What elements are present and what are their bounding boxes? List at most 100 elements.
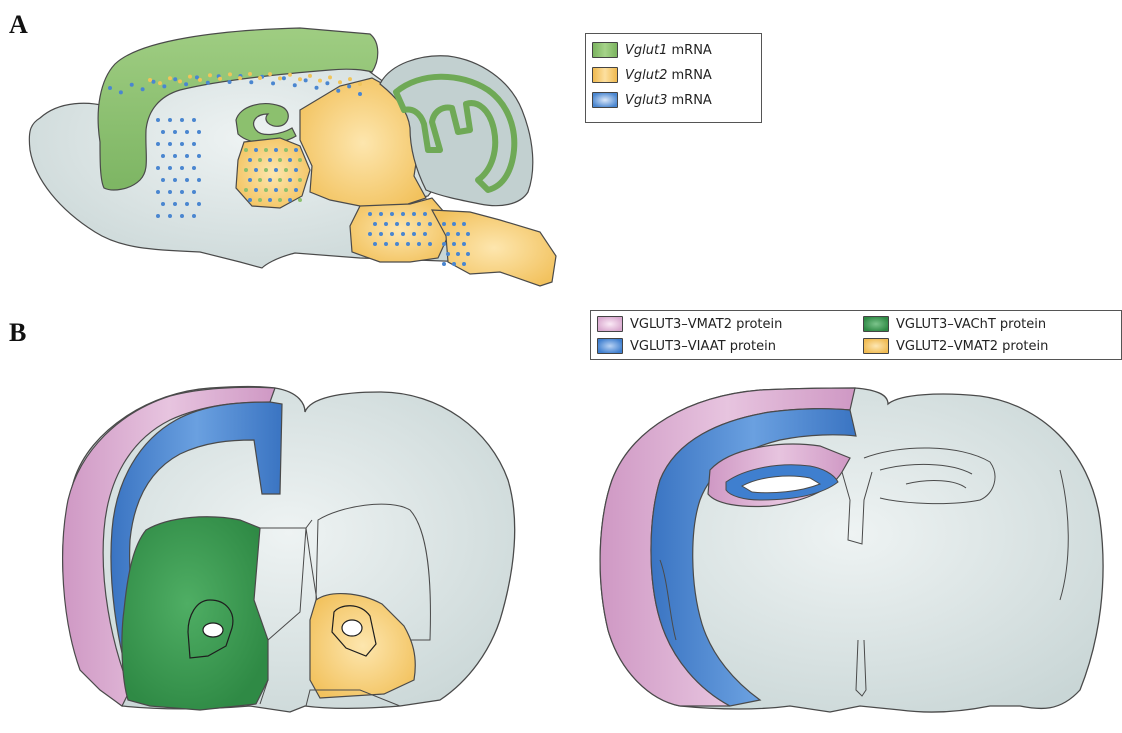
vglut3-dot: [466, 232, 470, 236]
vglut2-dot: [308, 74, 312, 78]
vglut3-dot: [428, 242, 432, 246]
vglut3-dot: [180, 166, 184, 170]
thalamus-dot: [268, 198, 272, 202]
vglut3-dot: [162, 84, 166, 88]
vglut3-dot: [156, 214, 160, 218]
vglut3-dot: [185, 154, 189, 158]
vglut2-dot: [168, 76, 172, 80]
vglut2-dot: [148, 78, 152, 82]
vglut3-dot: [412, 232, 416, 236]
vglut2-dot: [268, 72, 272, 76]
vglut3-dot: [442, 222, 446, 226]
thalamus-dot: [284, 168, 288, 172]
vglut3-dot: [168, 214, 172, 218]
vglut3-dot: [249, 80, 253, 84]
thalamus-dot: [288, 178, 292, 182]
vglut3-dot: [417, 222, 421, 226]
vglut3-dot: [168, 166, 172, 170]
vglut3-dot: [384, 242, 388, 246]
vglut3-dot: [395, 242, 399, 246]
thalamus-dot: [294, 168, 298, 172]
vglut3-dot: [336, 89, 340, 93]
vglut3-dot: [452, 222, 456, 226]
vglut2-dot: [278, 76, 282, 80]
vglut3-dot: [401, 232, 405, 236]
vglut2-dot: [338, 80, 342, 84]
vglut3-dot: [446, 252, 450, 256]
vglut3-dot: [173, 154, 177, 158]
vglut3-dot: [395, 222, 399, 226]
vglut3-dot: [368, 212, 372, 216]
vglut3-dot: [141, 87, 145, 91]
vglut2-dot: [348, 77, 352, 81]
thalamus-dot: [244, 168, 248, 172]
vglut3-dot: [130, 83, 134, 87]
vglut3-dot: [197, 178, 201, 182]
vglut2-dot: [328, 75, 332, 79]
thalamus-dot: [264, 148, 268, 152]
coronal-left-striatum-vacht: [122, 517, 268, 710]
vglut3-dot: [452, 262, 456, 266]
thalamus-dot: [274, 148, 278, 152]
vglut3-dot: [452, 242, 456, 246]
vglut2-dot: [288, 73, 292, 77]
vglut3-dot: [406, 242, 410, 246]
thalamus-dot: [298, 158, 302, 162]
thalamus-dot: [248, 198, 252, 202]
vglut3-dot: [173, 77, 177, 81]
vglut3-dot: [417, 242, 421, 246]
vglut2-dot: [158, 81, 162, 85]
vglut3-dot: [304, 78, 308, 82]
vglut3-dot: [161, 130, 165, 134]
vglut3-dot: [156, 118, 160, 122]
coronal-section-right: [600, 388, 1103, 712]
vglut3-dot: [456, 232, 460, 236]
vglut3-dot: [185, 130, 189, 134]
vglut3-dot: [192, 214, 196, 218]
thalamus-dot: [288, 198, 292, 202]
vglut2-dot: [208, 73, 212, 77]
vglut2-dot: [358, 82, 362, 86]
thalamus-dot: [268, 158, 272, 162]
vglut2-dot: [178, 79, 182, 83]
vglut3-dot: [373, 222, 377, 226]
vglut3-dot: [368, 232, 372, 236]
thalamus-dot: [254, 148, 258, 152]
thalamus-dot: [284, 188, 288, 192]
vglut3-dot: [168, 118, 172, 122]
vglut3-dot: [428, 222, 432, 226]
vglut2-dot: [318, 79, 322, 83]
vglut3-dot: [192, 118, 196, 122]
vglut3-dot: [108, 86, 112, 90]
vglut3-dot: [151, 80, 155, 84]
vglut3-dot: [271, 81, 275, 85]
thalamus-dot: [254, 168, 258, 172]
thalamus-dot: [274, 188, 278, 192]
vglut3-dot: [180, 142, 184, 146]
vglut3-dot: [401, 212, 405, 216]
pons-region: [350, 198, 448, 262]
vglut3-dot: [315, 86, 319, 90]
vglut3-dot: [412, 212, 416, 216]
vglut3-dot: [466, 252, 470, 256]
vglut3-dot: [373, 242, 377, 246]
vglut3-dot: [228, 80, 232, 84]
vglut2-dot: [228, 72, 232, 76]
vglut3-dot: [197, 202, 201, 206]
thalamus-dot: [278, 178, 282, 182]
vglut3-dot: [423, 232, 427, 236]
vglut3-dot: [197, 154, 201, 158]
vglut3-dot: [195, 75, 199, 79]
vglut3-dot: [156, 142, 160, 146]
vglut3-dot: [390, 212, 394, 216]
vglut3-dot: [197, 130, 201, 134]
thalamus-dot: [294, 148, 298, 152]
thalamus-dot: [298, 178, 302, 182]
vglut3-dot: [185, 202, 189, 206]
vglut3-dot: [347, 84, 351, 88]
vglut3-dot: [379, 212, 383, 216]
vglut3-dot: [156, 190, 160, 194]
vglut3-dot: [185, 178, 189, 182]
vglut3-dot: [462, 222, 466, 226]
